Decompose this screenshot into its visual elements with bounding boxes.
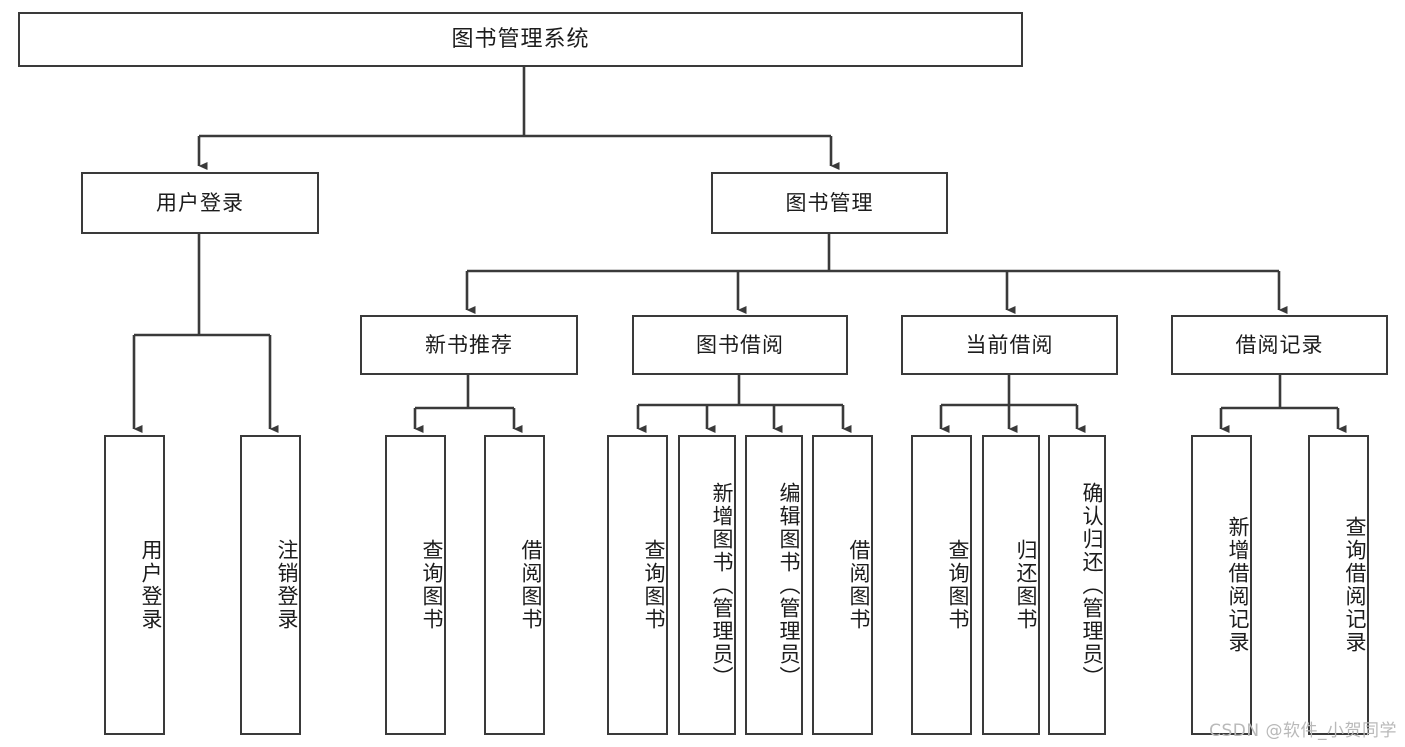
node-book-management[interactable]: 图书管理 <box>711 172 948 234</box>
leaf-logout-login-label: 注销登录 <box>275 539 299 631</box>
leaf-query-book-3-label: 查询图书 <box>946 539 970 631</box>
node-user-login[interactable]: 用户登录 <box>81 172 319 234</box>
leaf-add-borrow-record[interactable]: 新增借阅记录 <box>1191 435 1252 735</box>
leaf-query-borrow-record-label: 查询借阅记录 <box>1343 516 1367 654</box>
node-book-borrow[interactable]: 图书借阅 <box>632 315 848 375</box>
leaf-edit-book-admin[interactable]: 编辑图书（管理员） <box>745 435 803 735</box>
leaf-confirm-return-admin[interactable]: 确认归还（管理员） <box>1048 435 1106 735</box>
leaf-query-book-1-label: 查询图书 <box>420 539 444 631</box>
leaf-add-book-admin-label: 新增图书（管理员） <box>710 481 734 689</box>
node-borrow-record[interactable]: 借阅记录 <box>1171 315 1388 375</box>
leaf-add-book-admin[interactable]: 新增图书（管理员） <box>678 435 736 735</box>
leaf-return-book[interactable]: 归还图书 <box>982 435 1040 735</box>
leaf-return-book-label: 归还图书 <box>1014 539 1038 631</box>
leaf-query-book-3[interactable]: 查询图书 <box>911 435 972 735</box>
leaf-borrow-book-2[interactable]: 借阅图书 <box>812 435 873 735</box>
node-borrow-record-label: 借阅记录 <box>1235 332 1324 357</box>
leaf-user-login-label: 用户登录 <box>139 539 163 631</box>
node-user-login-label: 用户登录 <box>156 190 244 215</box>
leaf-borrow-book-2-label: 借阅图书 <box>847 539 871 631</box>
csdn-watermark: CSDN @软件_小贺同学 <box>1209 721 1397 741</box>
leaf-query-book-2-label: 查询图书 <box>642 539 666 631</box>
leaf-add-borrow-record-label: 新增借阅记录 <box>1226 516 1250 654</box>
leaf-confirm-return-admin-label: 确认归还（管理员） <box>1080 481 1104 689</box>
leaf-query-borrow-record[interactable]: 查询借阅记录 <box>1308 435 1369 735</box>
leaf-edit-book-admin-label: 编辑图书（管理员） <box>777 481 801 689</box>
leaf-query-book-1[interactable]: 查询图书 <box>385 435 446 735</box>
leaf-user-login[interactable]: 用户登录 <box>104 435 165 735</box>
node-current-borrow-label: 当前借阅 <box>965 332 1054 357</box>
node-book-borrow-label: 图书借阅 <box>696 332 784 357</box>
leaf-logout-login[interactable]: 注销登录 <box>240 435 301 735</box>
leaf-borrow-book-1[interactable]: 借阅图书 <box>484 435 545 735</box>
node-current-borrow[interactable]: 当前借阅 <box>901 315 1118 375</box>
node-root-label: 图书管理系统 <box>451 26 590 52</box>
node-new-book-recommend[interactable]: 新书推荐 <box>360 315 578 375</box>
node-new-book-recommend-label: 新书推荐 <box>425 332 513 357</box>
node-root-system[interactable]: 图书管理系统 <box>18 12 1023 67</box>
leaf-query-book-2[interactable]: 查询图书 <box>607 435 668 735</box>
leaf-borrow-book-1-label: 借阅图书 <box>519 539 543 631</box>
node-book-management-label: 图书管理 <box>785 190 874 215</box>
